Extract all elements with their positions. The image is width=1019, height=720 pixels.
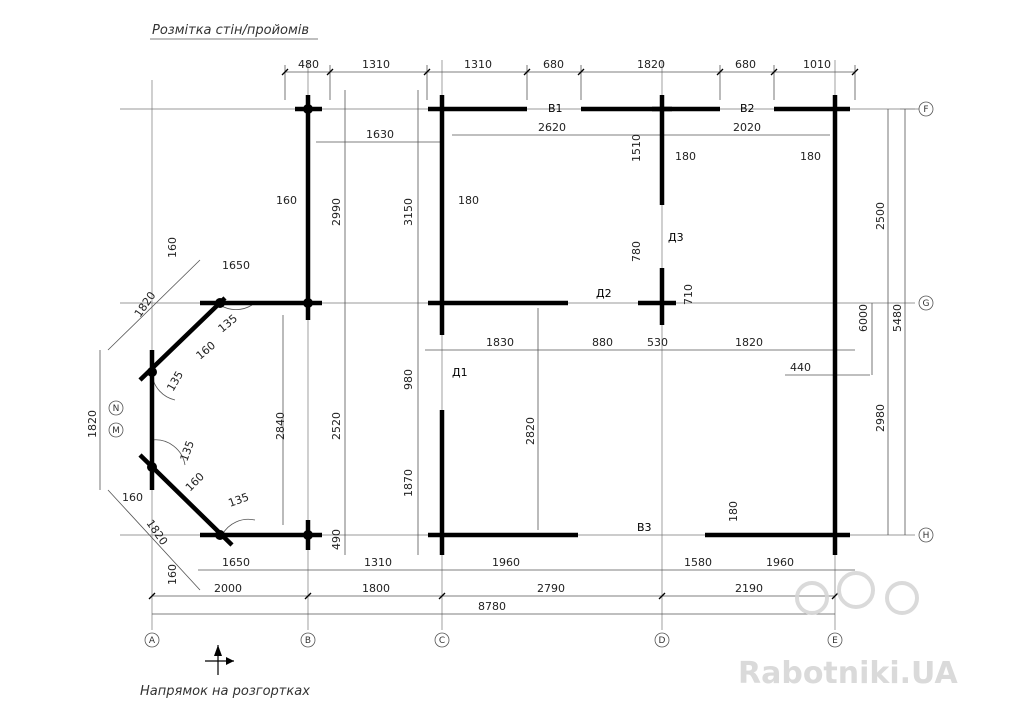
svg-text:980: 980 [402,369,415,390]
svg-text:8780: 8780 [478,600,506,613]
svg-text:490: 490 [330,529,343,550]
axis-g-label: G [923,299,930,309]
window-v3-label: В3 [637,521,652,534]
svg-text:160: 160 [194,339,218,362]
svg-text:160: 160 [166,564,179,585]
drawing-title: Розмітка стін/пройомів [152,23,309,38]
svg-text:1650: 1650 [222,556,250,569]
svg-text:710: 710 [682,284,695,305]
svg-text:1580: 1580 [684,556,712,569]
door-d2-label: Д2 [596,287,612,300]
window-v1-label: В1 [548,102,563,115]
svg-text:180: 180 [675,150,696,163]
corner-pins [147,104,313,540]
watermark-logo: Rabotniki.UA [738,571,958,691]
svg-text:1650: 1650 [222,259,250,272]
svg-text:3150: 3150 [402,198,415,226]
svg-text:2820: 2820 [524,417,537,445]
svg-text:440: 440 [790,361,811,374]
svg-text:5480: 5480 [891,304,904,332]
axis-e-label: E [832,636,838,646]
svg-text:680: 680 [735,58,756,71]
axis-labels-left: N M [108,400,124,438]
svg-text:880: 880 [592,336,613,349]
svg-text:1010: 1010 [803,58,831,71]
svg-text:1630: 1630 [366,128,394,141]
svg-text:1830: 1830 [486,336,514,349]
svg-text:1820: 1820 [86,410,99,438]
svg-text:160: 160 [122,491,143,504]
axis-c-label: C [439,636,445,646]
svg-text:135: 135 [164,369,186,394]
svg-text:1310: 1310 [364,556,392,569]
svg-text:2020: 2020 [733,121,761,134]
axis-h-label: H [923,531,930,541]
svg-text:1820: 1820 [637,58,665,71]
svg-text:530: 530 [647,336,668,349]
opening-labels: В1 В2 В3 Д1 Д2 Д3 [452,102,755,534]
svg-text:160: 160 [183,470,207,494]
svg-text:2190: 2190 [735,582,763,595]
svg-text:135: 135 [227,490,251,509]
svg-text:2990: 2990 [330,198,343,226]
door-d1-label: Д1 [452,366,468,379]
door-d3-label: Д3 [668,231,684,244]
svg-text:180: 180 [458,194,479,207]
axis-b-label: B [305,636,311,646]
svg-text:1310: 1310 [362,58,390,71]
axis-m-label: M [112,426,120,436]
axis-grid [120,60,915,630]
dimension-texts-vertical: 1510 2990 3150 780 710 980 1820 2840 252… [86,134,904,585]
svg-text:180: 180 [800,150,821,163]
svg-text:1310: 1310 [464,58,492,71]
svg-text:180: 180 [727,501,740,522]
svg-text:780: 780 [630,241,643,262]
axis-labels-right: F G H [900,101,934,543]
svg-text:2620: 2620 [538,121,566,134]
svg-text:135: 135 [178,439,197,463]
svg-text:1960: 1960 [766,556,794,569]
footer-caption: Напрямок на розгортках [140,684,310,699]
svg-text:2790: 2790 [537,582,565,595]
svg-text:2520: 2520 [330,412,343,440]
svg-text:2840: 2840 [274,412,287,440]
svg-text:1800: 1800 [362,582,390,595]
svg-text:135: 135 [216,312,240,335]
svg-text:1870: 1870 [402,469,415,497]
dimension-lines [99,65,906,615]
direction-symbol-icon [205,645,234,675]
svg-text:1510: 1510 [630,134,643,162]
svg-text:680: 680 [543,58,564,71]
axis-labels-bottom: A B C D E [144,632,843,648]
window-v2-label: В2 [740,102,755,115]
svg-text:2500: 2500 [874,202,887,230]
svg-text:1960: 1960 [492,556,520,569]
axis-a-label: A [149,636,156,646]
dimension-texts: 480 1310 1310 680 1820 680 1010 2620 202… [122,58,831,613]
svg-text:6000: 6000 [857,304,870,332]
log-walls [138,95,850,555]
svg-text:160: 160 [166,237,179,258]
svg-text:160: 160 [276,194,297,207]
svg-text:2980: 2980 [874,404,887,432]
svg-text:480: 480 [298,58,319,71]
svg-text:2000: 2000 [214,582,242,595]
svg-text:1820: 1820 [735,336,763,349]
axis-f-label: F [923,105,928,115]
axis-n-label: N [113,404,120,414]
axis-d-label: D [659,636,666,646]
dimension-ticks [148,68,859,600]
watermark-text: Rabotniki.UA [738,656,958,691]
